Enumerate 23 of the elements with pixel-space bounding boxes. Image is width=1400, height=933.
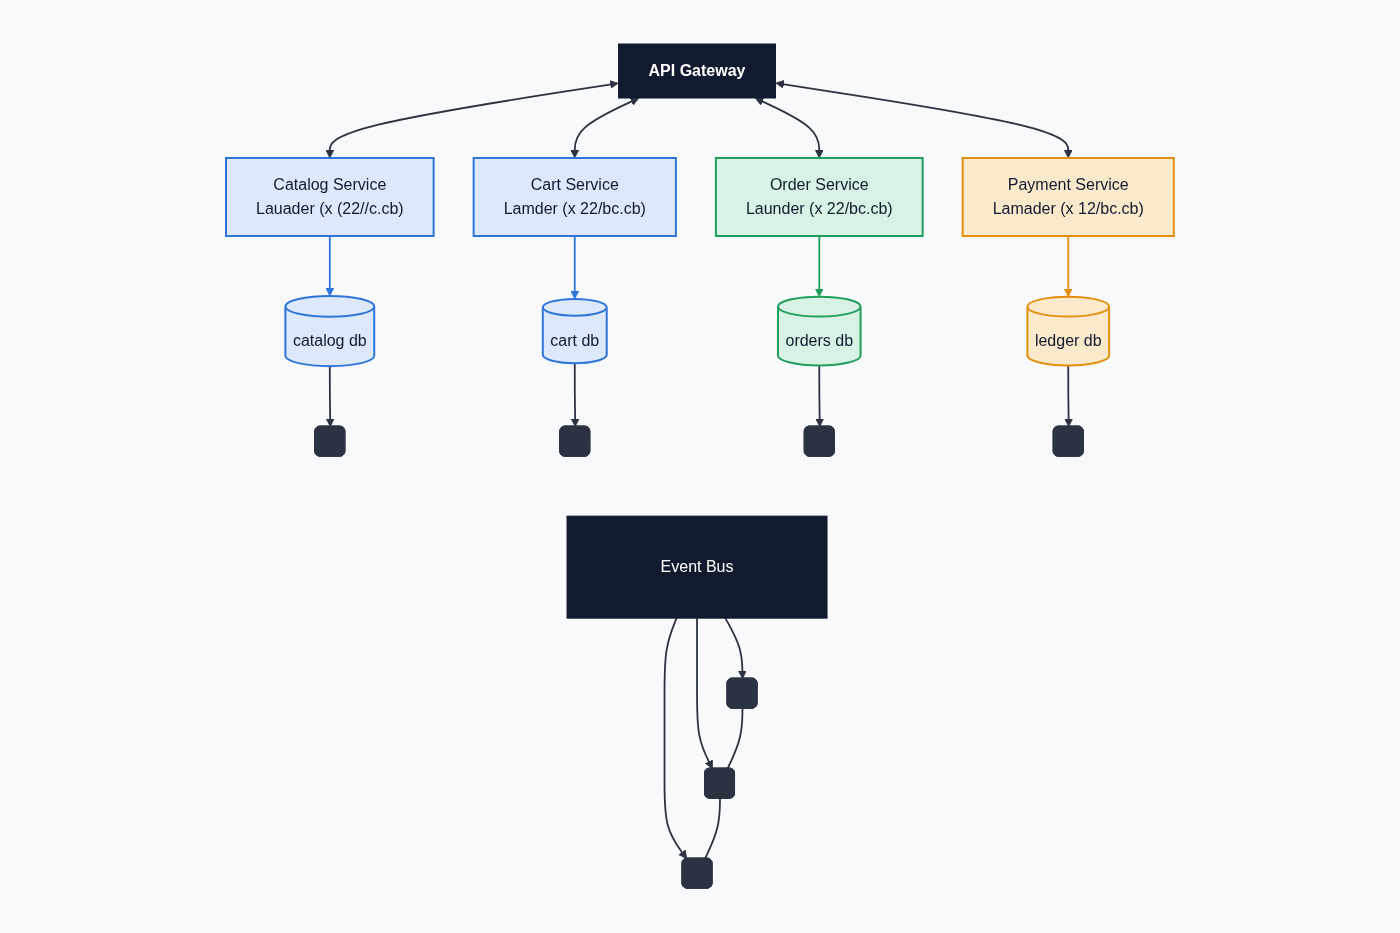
arrow	[1064, 364, 1074, 428]
arrow	[814, 235, 824, 298]
node-box: Catalog Service Lauader (x (22//c.cb)	[225, 157, 435, 238]
node-box: Payment Service Lamader (x 12/bc.cb)	[961, 157, 1175, 238]
arrow	[570, 235, 580, 300]
arrow	[755, 97, 824, 159]
connector	[726, 708, 744, 770]
node-box: API Gateway	[618, 43, 777, 99]
arrow	[325, 80, 619, 159]
arrow	[1063, 235, 1073, 298]
arrow	[663, 617, 688, 860]
arrow	[570, 97, 640, 159]
arrow	[570, 362, 580, 428]
node-box: Event Bus	[566, 516, 828, 620]
arrow	[724, 617, 747, 680]
arrow	[815, 365, 825, 428]
arrow	[775, 80, 1073, 159]
node-box: Cart Service Lamder (x 22/bc.cb)	[472, 157, 677, 238]
connector	[704, 798, 721, 860]
arrow	[696, 617, 713, 770]
arrow	[325, 235, 335, 297]
arrow	[325, 365, 335, 428]
node-box: Order Service Launder (x 22/bc.cb)	[715, 157, 924, 238]
